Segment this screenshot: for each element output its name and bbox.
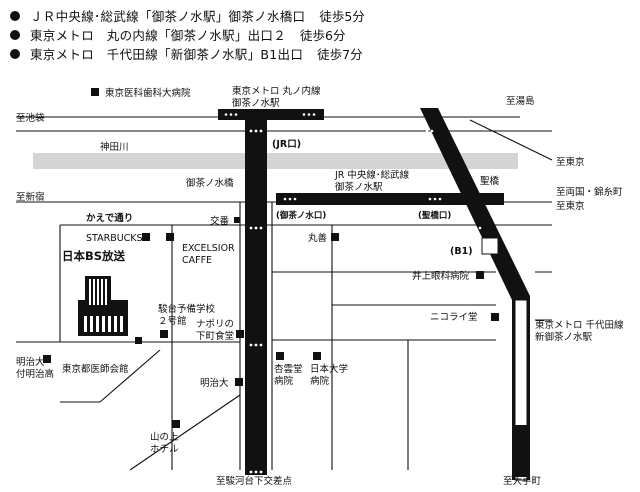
label-ochanomizu-exit: (御茶ノ水口) <box>276 210 326 221</box>
label-napori-2: 下町食堂 <box>196 330 234 342</box>
label-kandagawa: 神田川 <box>100 141 129 153</box>
label-ochanomizu-bridge: 御茶ノ水橋 <box>186 177 234 189</box>
label-meiji-hs: 明治大 <box>16 356 45 368</box>
label-yamanoue: 山の上 <box>150 432 179 443</box>
label-to-tokyo-2: 至東京 <box>556 200 585 212</box>
label-meiji-hs-2: 付明治高 <box>16 368 54 380</box>
label-nihon-univ-2: 病院 <box>310 375 330 387</box>
label-metro-marunouchi: 東京メトロ 丸ノ内線 <box>232 85 321 97</box>
access-walk-time: 徒歩7分 <box>317 47 363 62</box>
bullet-icon <box>10 48 20 59</box>
label-to-ikebukuro: 至池袋 <box>16 112 45 124</box>
access-line-marunouchi: 東京メトロ 丸の内線「御茶ノ水駅」出口２ 徒歩6分 <box>10 25 630 44</box>
label-to-otemachi: 至大手町 <box>503 475 542 487</box>
label-chiyoda-station: 新御茶ノ水駅 <box>535 331 593 343</box>
label-yamanoue-2: ホテル <box>150 444 179 455</box>
label-b1-exit: (B1) <box>450 246 473 257</box>
marunouchi-line <box>218 109 324 120</box>
access-line-jr: ＪＲ中央線･総武線「御茶ノ水駅」御茶ノ水橋口 徒歩5分 <box>10 6 630 25</box>
label-caffe: CAFFE <box>182 255 212 266</box>
label-to-tokyo: 至東京 <box>556 156 585 168</box>
label-starbucks: STARBUCKS <box>86 233 143 244</box>
ochanomizu-bridge-street <box>245 120 267 475</box>
label-nihon-univ: 日本大学 <box>310 363 348 375</box>
label-kaede-dori: かえで通り <box>86 213 133 224</box>
label-marunouchi-station: 御茶ノ水駅 <box>232 97 280 109</box>
label-jr-lines: JR 中央線･総武線 <box>334 169 410 181</box>
hospital-marker-icon <box>91 88 99 96</box>
bs-building-icon <box>78 276 128 336</box>
bullet-icon <box>10 10 20 21</box>
label-maruzen: 丸善 <box>308 232 328 244</box>
platform-dots <box>283 197 442 201</box>
access-walk-time: 徒歩6分 <box>300 28 346 43</box>
label-jr-station: 御茶ノ水駅 <box>335 181 383 193</box>
platform-dots <box>224 113 316 116</box>
access-info: ＪＲ中央線･総武線「御茶ノ水駅」御茶ノ水橋口 徒歩5分 東京メトロ 丸の内線「御… <box>10 6 630 63</box>
label-hijiribashi-exit: (聖橋口) <box>418 210 451 221</box>
label-nikolai: ニコライ堂 <box>430 311 478 323</box>
bullet-icon <box>10 29 20 40</box>
access-line-text: 東京メトロ 丸の内線「御茶ノ水駅」出口２ <box>30 28 287 43</box>
label-koban: 交番 <box>210 215 230 227</box>
label-to-sundai-kouten: 至駿河台下交差点 <box>216 475 293 487</box>
b1-exit-marker <box>481 237 499 255</box>
label-jr-exit: (JR口) <box>272 139 301 150</box>
kanda-river <box>33 153 518 169</box>
label-sundai-yobi: 駿台予備学校 <box>158 303 216 315</box>
crosswalk-dots <box>425 129 482 230</box>
jr-platform <box>276 193 504 205</box>
label-to-ryogoku: 至両国・錦糸町 <box>556 186 623 198</box>
label-meiji-univ: 明治大 <box>200 377 229 389</box>
poi-markers <box>43 217 499 428</box>
access-line-chiyoda: 東京メトロ 千代田線「新御茶ノ水駅」B1出口 徒歩7分 <box>10 44 630 63</box>
label-to-yushima: 至湯島 <box>506 95 535 107</box>
label-bs-tv: 日本BS放送 <box>62 249 126 263</box>
label-kyounkai-2: 病院 <box>274 375 294 387</box>
access-line-text: 東京メトロ 千代田線「新御茶ノ水駅」B1出口 <box>30 47 304 62</box>
label-napori: ナポリの <box>196 319 234 330</box>
chiyoda-line-dark <box>513 425 529 477</box>
label-to-shinjuku: 至新宿 <box>16 191 45 203</box>
label-medical-assoc: 東京都医師会館 <box>62 363 129 375</box>
crosswalk-dots <box>249 129 263 474</box>
label-excelsior: EXCELSIOR <box>182 243 235 254</box>
label-hospital-dental: 東京医科歯科大病院 <box>105 87 191 99</box>
label-sundai-yobi-2: ２号館 <box>158 315 187 327</box>
access-walk-time: 徒歩5分 <box>319 9 365 24</box>
access-line-text: ＪＲ中央線･総武線「御茶ノ水駅」御茶ノ水橋口 <box>30 9 306 24</box>
label-kyounkai: 杏雲堂 <box>274 363 303 375</box>
label-hijiribashi: 聖橋 <box>480 175 500 187</box>
label-inoue-eye: 井上眼科病院 <box>412 270 470 282</box>
label-metro-chiyoda: 東京メトロ 千代田線 <box>535 319 624 331</box>
